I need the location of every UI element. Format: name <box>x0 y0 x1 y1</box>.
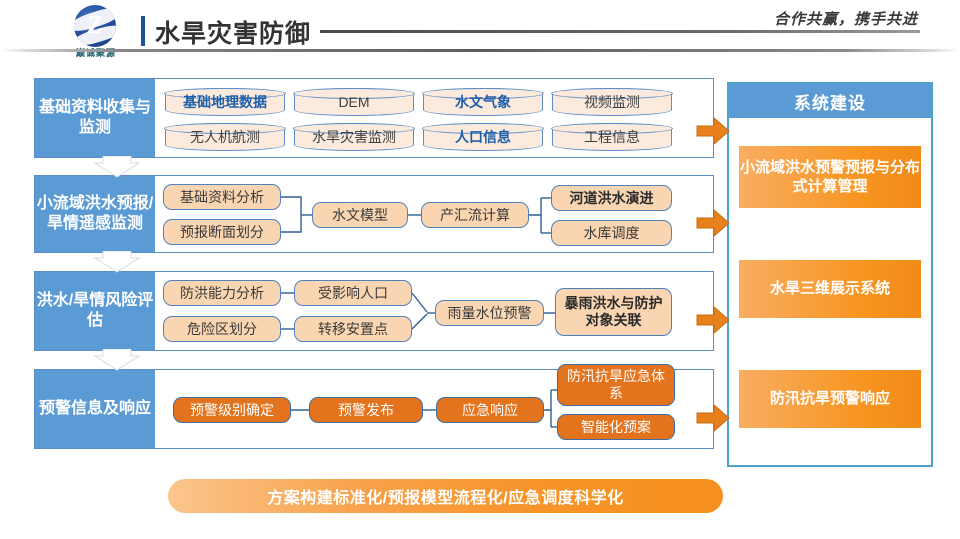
node-population-info[interactable]: 人口信息 <box>422 123 544 151</box>
flow-row-3-body: 防洪能力分析 危险区划分 受影响人口 转移安置点 雨量水位预警 暴雨洪水与防护对… <box>155 272 713 350</box>
flow-row-1-body: 基础地理数据 DEM 水文气象 视频监测 无人机航测 水旱灾害监测 人口信息 工… <box>155 79 713 157</box>
node-flood-drought-emergency-system[interactable]: 防汛抗旱应急体系 <box>557 364 675 406</box>
node-river-flood-routing[interactable]: 河道洪水演进 <box>551 185 672 211</box>
node-alert-release[interactable]: 预警发布 <box>309 397 423 423</box>
flow-connector-arrow-2 <box>94 251 140 273</box>
flow-row-2-body: 基础资料分析 预报断面划分 水文模型 产汇流计算 河道洪水演进 水库调度 <box>155 176 713 252</box>
flow-row-4-links <box>291 389 557 428</box>
stage-arrow-2-icon <box>696 208 730 238</box>
footer-banner: 方案构建标准化/预报模型流程化/应急调度科学化 <box>168 479 723 513</box>
node-runoff-calculation[interactable]: 产汇流计算 <box>421 202 529 228</box>
company-logo: Z 巅诚聚源 <box>48 4 144 58</box>
node-flood-control-capacity[interactable]: 防洪能力分析 <box>163 280 281 306</box>
flow-row-2-label: 小流域洪水预报/旱情遥感监测 <box>35 176 155 252</box>
panel-title: 系统建设 <box>729 84 931 118</box>
header-tagline: 合作共赢，携手共进 <box>773 11 918 28</box>
header-divider <box>0 49 960 52</box>
logo-company-name: 巅诚聚源 <box>48 46 144 59</box>
flow-row-1: 基础资料收集与监测 基础地理数据 DEM 水文气象 视频监测 无人机航测 水旱灾… <box>34 78 714 158</box>
flow-row-4: 预警信息及响应 预警级别确定 预警发布 应急响应 防汛抗旱应急体系 智能化预案 <box>34 364 714 449</box>
stage-arrow-3-icon <box>696 305 730 335</box>
flow-connector-arrow-1 <box>94 156 140 178</box>
flow-row-4-label: 预警信息及响应 <box>35 370 155 448</box>
flow-connector-arrow-3 <box>94 349 140 371</box>
node-reservoir-dispatch[interactable]: 水库调度 <box>551 220 672 246</box>
node-basic-geo-data[interactable]: 基础地理数据 <box>164 88 286 116</box>
node-rainfall-waterlevel-alert[interactable]: 雨量水位预警 <box>435 300 544 326</box>
node-storm-flood-protection-link[interactable]: 暴雨洪水与防护对象关联 <box>555 288 672 336</box>
stage-arrow-1-icon <box>696 116 730 146</box>
logo-letter-z: Z <box>87 12 103 39</box>
system-construction-panel: 系统建设 小流域洪水预警预报与分布式计算管理 水旱三维展示系统 防汛抗旱预警响应 <box>727 82 933 467</box>
title-accent-bar <box>141 16 145 46</box>
flow-row-2-links <box>281 196 551 234</box>
panel-item-3d-display-system[interactable]: 水旱三维展示系统 <box>739 260 921 318</box>
flow-row-3: 洪水/旱情风险评估 防洪能力分析 危险区划分 受影响人口 转移安置点 雨量水位预… <box>34 271 714 351</box>
process-flow: 基础资料收集与监测 基础地理数据 DEM 水文气象 视频监测 无人机航测 水旱灾… <box>34 78 714 470</box>
page-title: 水旱灾害防御 <box>155 20 312 48</box>
logo-emblem-icon: Z <box>74 5 116 47</box>
node-forecast-section-division[interactable]: 预报断面划分 <box>163 219 281 245</box>
node-hydro-meteorology[interactable]: 水文气象 <box>422 88 544 116</box>
node-dem[interactable]: DEM <box>293 88 415 116</box>
flow-row-4-body: 预警级别确定 预警发布 应急响应 防汛抗旱应急体系 智能化预案 <box>155 364 713 448</box>
stage-arrow-4-icon <box>696 403 730 433</box>
flow-row-3-label: 洪水/旱情风险评估 <box>35 272 155 350</box>
node-alert-level-determination[interactable]: 预警级别确定 <box>173 397 291 423</box>
node-video-monitoring[interactable]: 视频监测 <box>551 88 673 116</box>
panel-item-flood-drought-alert-response[interactable]: 防汛抗旱预警响应 <box>739 370 921 428</box>
node-flood-drought-monitoring[interactable]: 水旱灾害监测 <box>293 123 415 151</box>
panel-item-small-watershed-forecast[interactable]: 小流域洪水预警预报与分布式计算管理 <box>739 146 921 208</box>
flow-row-1-label: 基础资料收集与监测 <box>35 79 155 157</box>
node-affected-population[interactable]: 受影响人口 <box>294 280 412 306</box>
title-rule <box>320 30 920 33</box>
node-intelligent-plan[interactable]: 智能化预案 <box>557 414 675 440</box>
node-hydrological-model[interactable]: 水文模型 <box>312 202 408 228</box>
node-emergency-response[interactable]: 应急响应 <box>436 397 544 423</box>
node-engineering-info[interactable]: 工程信息 <box>551 123 673 151</box>
flow-row-3-links <box>281 292 555 330</box>
flow-row-2: 小流域洪水预报/旱情遥感监测 基础资料分析 预报断面划分 水文模型 产汇流计算 … <box>34 175 714 253</box>
node-basic-data-analysis[interactable]: 基础资料分析 <box>163 184 281 210</box>
node-relocation-shelter[interactable]: 转移安置点 <box>294 316 412 342</box>
slide-header: Z 巅诚聚源 水旱灾害防御 合作共赢，携手共进 <box>0 0 960 58</box>
node-uav-survey[interactable]: 无人机航测 <box>164 123 286 151</box>
node-hazard-zoning[interactable]: 危险区划分 <box>163 316 281 342</box>
